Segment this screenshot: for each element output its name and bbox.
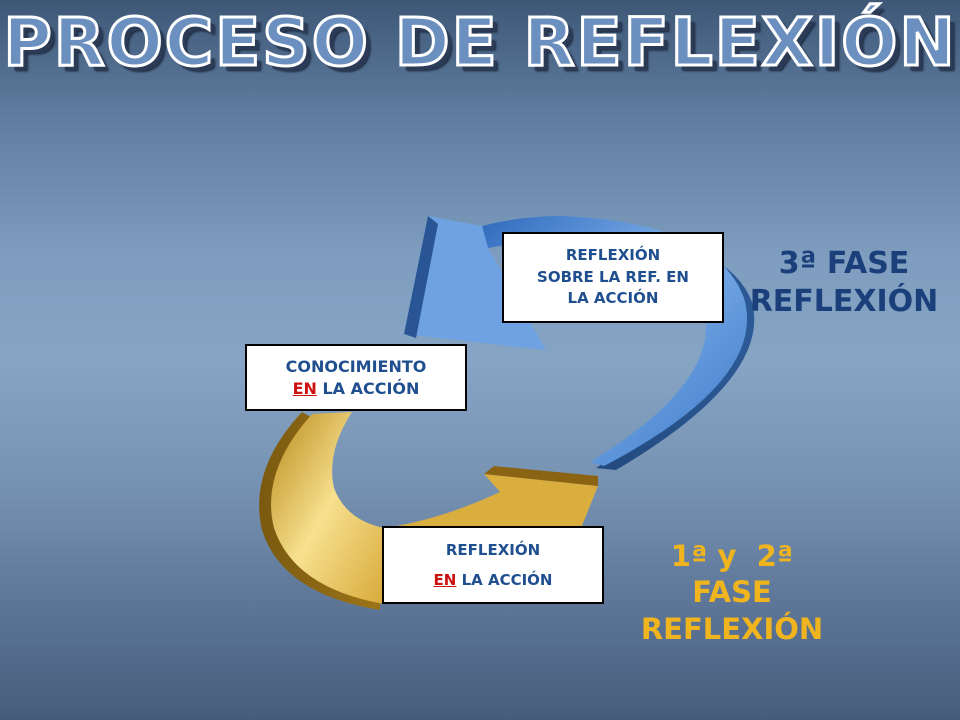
- gold-arrow-body: [271, 412, 384, 604]
- box-conocimiento-en-accion: CONOCIMIENTO EN LA ACCIÓN: [245, 344, 467, 411]
- box-bottom-line2: EN LA ACCIÓN: [384, 565, 602, 595]
- box-top-line3: LA ACCIÓN: [567, 289, 659, 308]
- phase-first-line1: 1ª y 2ª: [670, 539, 794, 573]
- phase-first-second-label: 1ª y 2ª FASE REFLEXIÓN: [612, 538, 852, 647]
- box-middle-line2: EN LA ACCIÓN: [247, 378, 465, 400]
- box-top-line1: REFLEXIÓN: [565, 245, 661, 264]
- box-bottom-line1: REFLEXIÓN: [445, 541, 541, 559]
- phase-first-line2: FASE: [692, 575, 772, 610]
- box-middle-line1: CONOCIMIENTO: [285, 356, 427, 376]
- box-bottom-emphasis: EN: [433, 571, 457, 589]
- box-reflexion-sobre-reflexion: REFLEXIÓN SOBRE LA REF. EN LA ACCIÓN: [502, 232, 724, 323]
- phase-third-line1: 3ª FASE: [778, 246, 910, 281]
- box-middle-emphasis: EN: [292, 378, 317, 398]
- box-reflexion-en-accion: REFLEXIÓN EN LA ACCIÓN: [382, 526, 604, 604]
- phase-third-label: 3ª FASE REFLEXIÓN: [738, 245, 950, 320]
- blue-arrow-body: [482, 216, 748, 466]
- box-middle-rest: LA ACCIÓN: [316, 378, 420, 398]
- gold-arrow-side: [259, 412, 380, 610]
- box-top-line2: SOBRE LA REF. EN: [537, 267, 689, 286]
- phase-third-line2: REFLEXIÓN: [749, 283, 939, 319]
- phase-first-line3: REFLEXIÓN: [640, 611, 824, 646]
- page-title: PROCESO DE REFLEXIÓN: [2, 3, 957, 83]
- box-bottom-rest: LA ACCIÓN: [456, 571, 553, 589]
